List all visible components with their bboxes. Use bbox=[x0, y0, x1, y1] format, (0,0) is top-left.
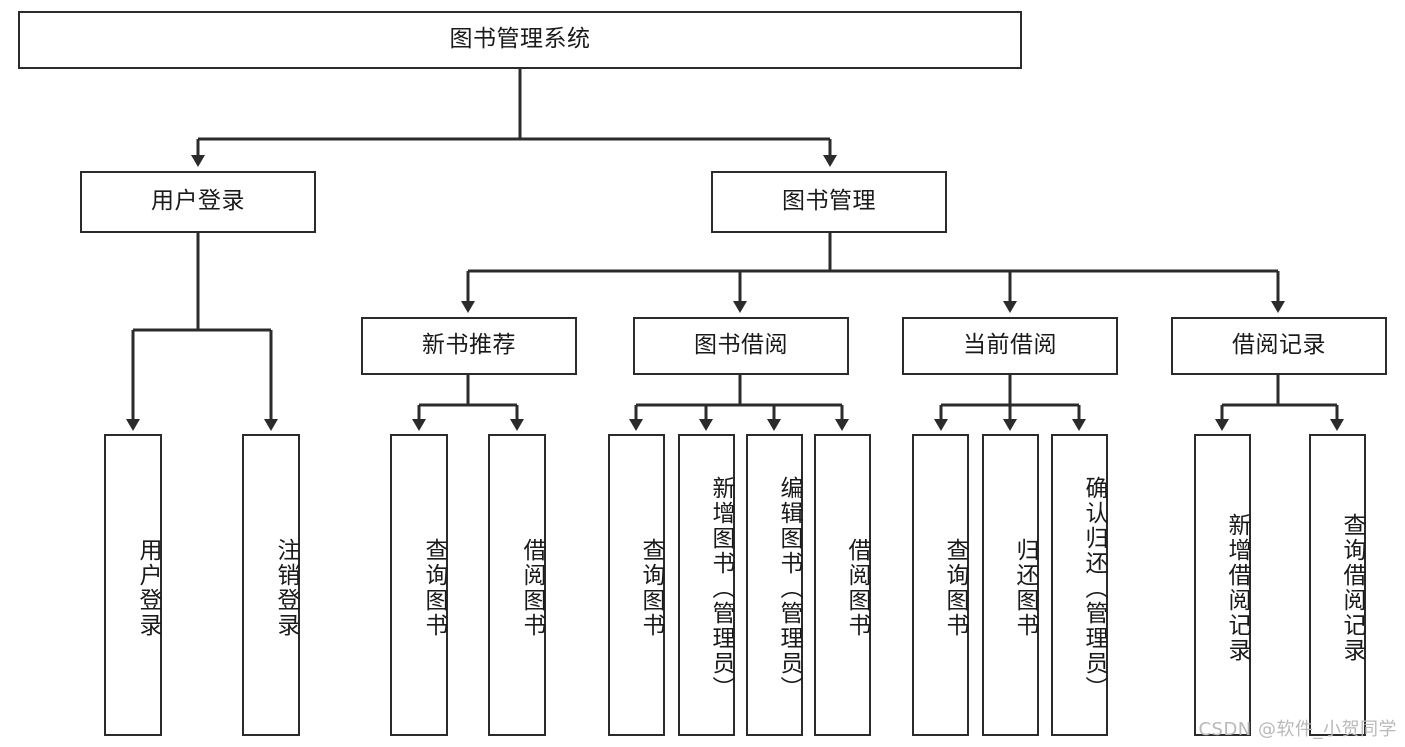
leaf-add-book[interactable]: 新增图书（管理员） bbox=[678, 434, 735, 736]
node-current-borrow-label: 当前借阅 bbox=[963, 332, 1057, 359]
leaf-query-book-3-label: 查询图书 bbox=[942, 538, 968, 638]
node-book-management-label: 图书管理 bbox=[782, 188, 876, 215]
node-root-label: 图书管理系统 bbox=[449, 26, 591, 53]
leaf-query-book-2[interactable]: 查询图书 bbox=[608, 434, 665, 736]
leaf-borrow-book-2[interactable]: 借阅图书 bbox=[814, 434, 871, 736]
watermark-text: CSDN @软件_小贺同学 bbox=[1198, 719, 1397, 740]
leaf-query-book-1[interactable]: 查询图书 bbox=[390, 434, 448, 736]
leaf-borrow-book-2-label: 借阅图书 bbox=[844, 538, 870, 638]
node-user-login[interactable]: 用户登录 bbox=[80, 171, 316, 233]
node-new-book-recommend-label: 新书推荐 bbox=[422, 332, 516, 359]
leaf-add-book-label: 新增图书（管理员） bbox=[708, 475, 734, 701]
leaf-borrow-book-1[interactable]: 借阅图书 bbox=[488, 434, 546, 736]
leaf-return-book[interactable]: 归还图书 bbox=[982, 434, 1039, 736]
leaf-query-record-label: 查询借阅记录 bbox=[1339, 513, 1365, 663]
leaf-query-book-2-label: 查询图书 bbox=[638, 538, 664, 638]
leaf-confirm-return[interactable]: 确认归还（管理员） bbox=[1051, 434, 1108, 736]
leaf-query-book-1-label: 查询图书 bbox=[421, 538, 447, 638]
leaf-query-book-3[interactable]: 查询图书 bbox=[912, 434, 969, 736]
node-borrow-record[interactable]: 借阅记录 bbox=[1171, 317, 1387, 375]
node-user-login-label: 用户登录 bbox=[151, 188, 245, 215]
node-new-book-recommend[interactable]: 新书推荐 bbox=[361, 317, 577, 375]
leaf-edit-book-label: 编辑图书（管理员） bbox=[776, 475, 802, 701]
leaf-logout-login[interactable]: 注销登录 bbox=[242, 434, 300, 736]
leaf-confirm-return-label: 确认归还（管理员） bbox=[1081, 475, 1107, 701]
leaf-add-record-label: 新增借阅记录 bbox=[1224, 513, 1250, 663]
leaf-return-book-label: 归还图书 bbox=[1012, 538, 1038, 638]
node-current-borrow[interactable]: 当前借阅 bbox=[902, 317, 1118, 375]
leaf-user-login[interactable]: 用户登录 bbox=[104, 434, 162, 736]
leaf-query-record[interactable]: 查询借阅记录 bbox=[1309, 434, 1366, 736]
node-borrow-record-label: 借阅记录 bbox=[1232, 332, 1326, 359]
node-book-borrow-label: 图书借阅 bbox=[694, 332, 788, 359]
node-root-system[interactable]: 图书管理系统 bbox=[18, 11, 1022, 69]
leaf-edit-book[interactable]: 编辑图书（管理员） bbox=[746, 434, 803, 736]
leaf-user-login-label: 用户登录 bbox=[135, 538, 161, 638]
leaf-borrow-book-1-label: 借阅图书 bbox=[519, 538, 545, 638]
node-book-management[interactable]: 图书管理 bbox=[711, 171, 947, 233]
leaf-logout-login-label: 注销登录 bbox=[273, 538, 299, 638]
node-book-borrow[interactable]: 图书借阅 bbox=[633, 317, 849, 375]
leaf-add-record[interactable]: 新增借阅记录 bbox=[1194, 434, 1251, 736]
